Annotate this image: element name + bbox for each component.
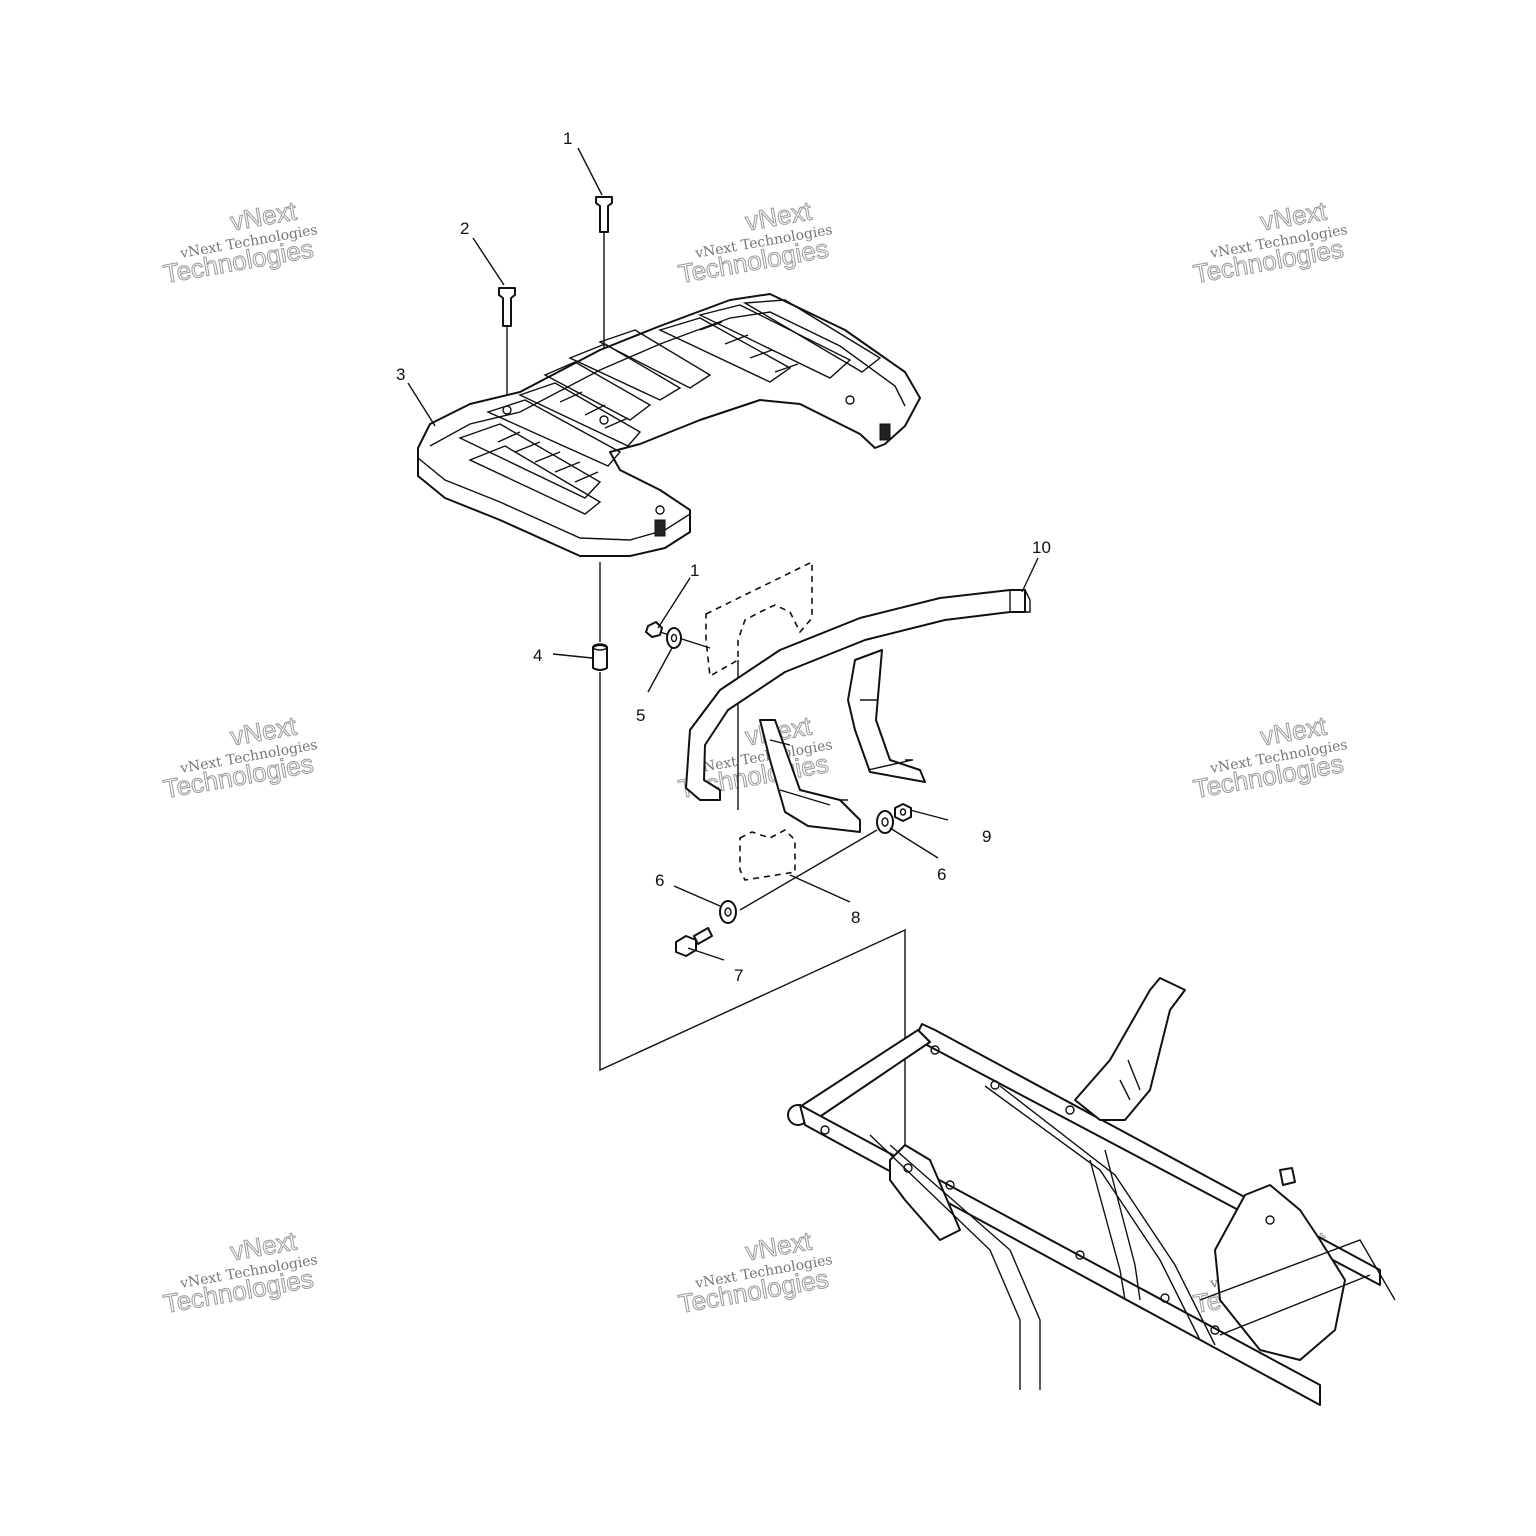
callout-4-spacer: 4 — [533, 646, 542, 665]
watermark-8: vNext vNext Technologies Technologies — [676, 1225, 834, 1320]
rack-support-part-10 — [685, 589, 1031, 833]
mounting-bracket-reference — [705, 560, 813, 678]
callout-leaders — [407, 147, 1039, 961]
nut-part-9 — [894, 803, 912, 822]
callout-7-bolt: 7 — [734, 966, 743, 985]
washer-part-6-right — [876, 810, 894, 834]
callout-1-screw: 1 — [690, 561, 699, 580]
bolt-part-1-top — [595, 196, 613, 420]
callout-9-nut: 9 — [982, 827, 991, 846]
spacer-part-4 — [592, 643, 608, 671]
watermark-1: vNext vNext Technologies Technologies — [161, 195, 319, 290]
callout-5-washer: 5 — [636, 706, 645, 725]
callout-1-top-bolt: 1 — [563, 129, 572, 148]
callout-labels: 1 2 3 1 10 4 5 9 6 6 8 7 — [396, 129, 1051, 985]
watermark-3: vNext vNext Technologies Technologies — [1191, 195, 1349, 290]
washer-part-5 — [666, 627, 682, 649]
backing-plate-part-8 — [739, 829, 796, 881]
callout-10-support: 10 — [1032, 538, 1051, 557]
watermark-4: vNext vNext Technologies Technologies — [161, 710, 319, 805]
leader-bolt-axis — [739, 829, 878, 911]
callout-6-washer-right: 6 — [937, 865, 946, 884]
vehicle-frame — [787, 977, 1396, 1406]
callout-8-plate: 8 — [851, 908, 860, 927]
rear-rack-part-3 — [417, 293, 921, 557]
watermark-7: vNext vNext Technologies Technologies — [161, 1225, 319, 1320]
watermark-6: vNext vNext Technologies Technologies — [1191, 710, 1349, 805]
bolt-part-7 — [675, 927, 713, 957]
callout-2-bolt: 2 — [460, 219, 469, 238]
washer-part-6-left — [719, 900, 737, 924]
callout-3-rack: 3 — [396, 365, 405, 384]
callout-6-washer-left: 6 — [655, 871, 664, 890]
watermark-2: vNext vNext Technologies Technologies — [676, 195, 834, 290]
screw-part-1-small — [645, 621, 711, 649]
